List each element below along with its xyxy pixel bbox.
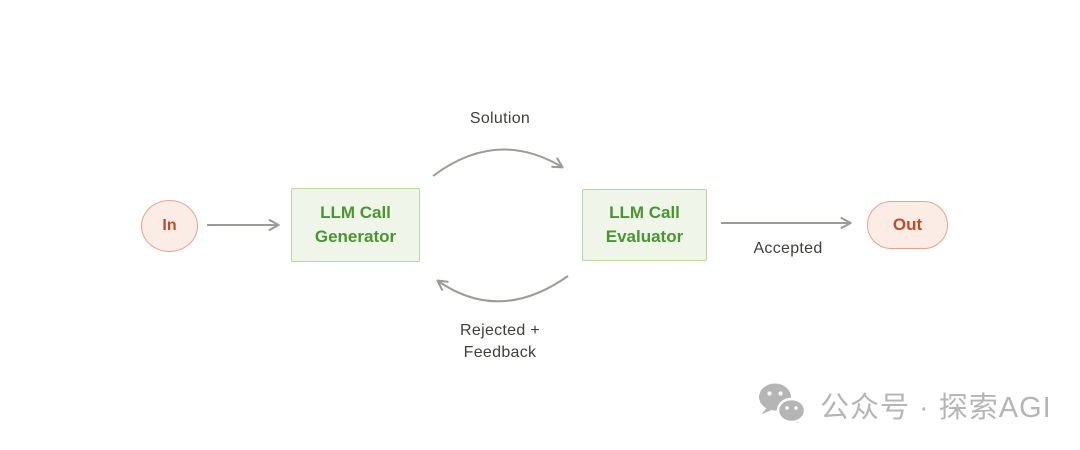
- node-in: In: [141, 200, 198, 252]
- arrow-rejected-arc: [436, 275, 569, 303]
- edge-label-rejected-feedback: Rejected + Feedback: [460, 322, 540, 361]
- watermark: 公众号 · 探索AGI: [756, 381, 1052, 428]
- node-llm-call-generator: LLM Call Generator: [291, 188, 420, 262]
- arrow-solution-arc: [432, 148, 564, 177]
- wechat-icon: [759, 383, 807, 428]
- node-out: Out: [867, 201, 948, 249]
- edge-label-accepted: Accepted: [753, 240, 823, 257]
- node-llm-call-evaluator: LLM Call Evaluator: [582, 189, 707, 261]
- watermark-text: 公众号 · 探索AGI: [820, 391, 1052, 424]
- edge-label-solution: Solution: [469, 110, 531, 127]
